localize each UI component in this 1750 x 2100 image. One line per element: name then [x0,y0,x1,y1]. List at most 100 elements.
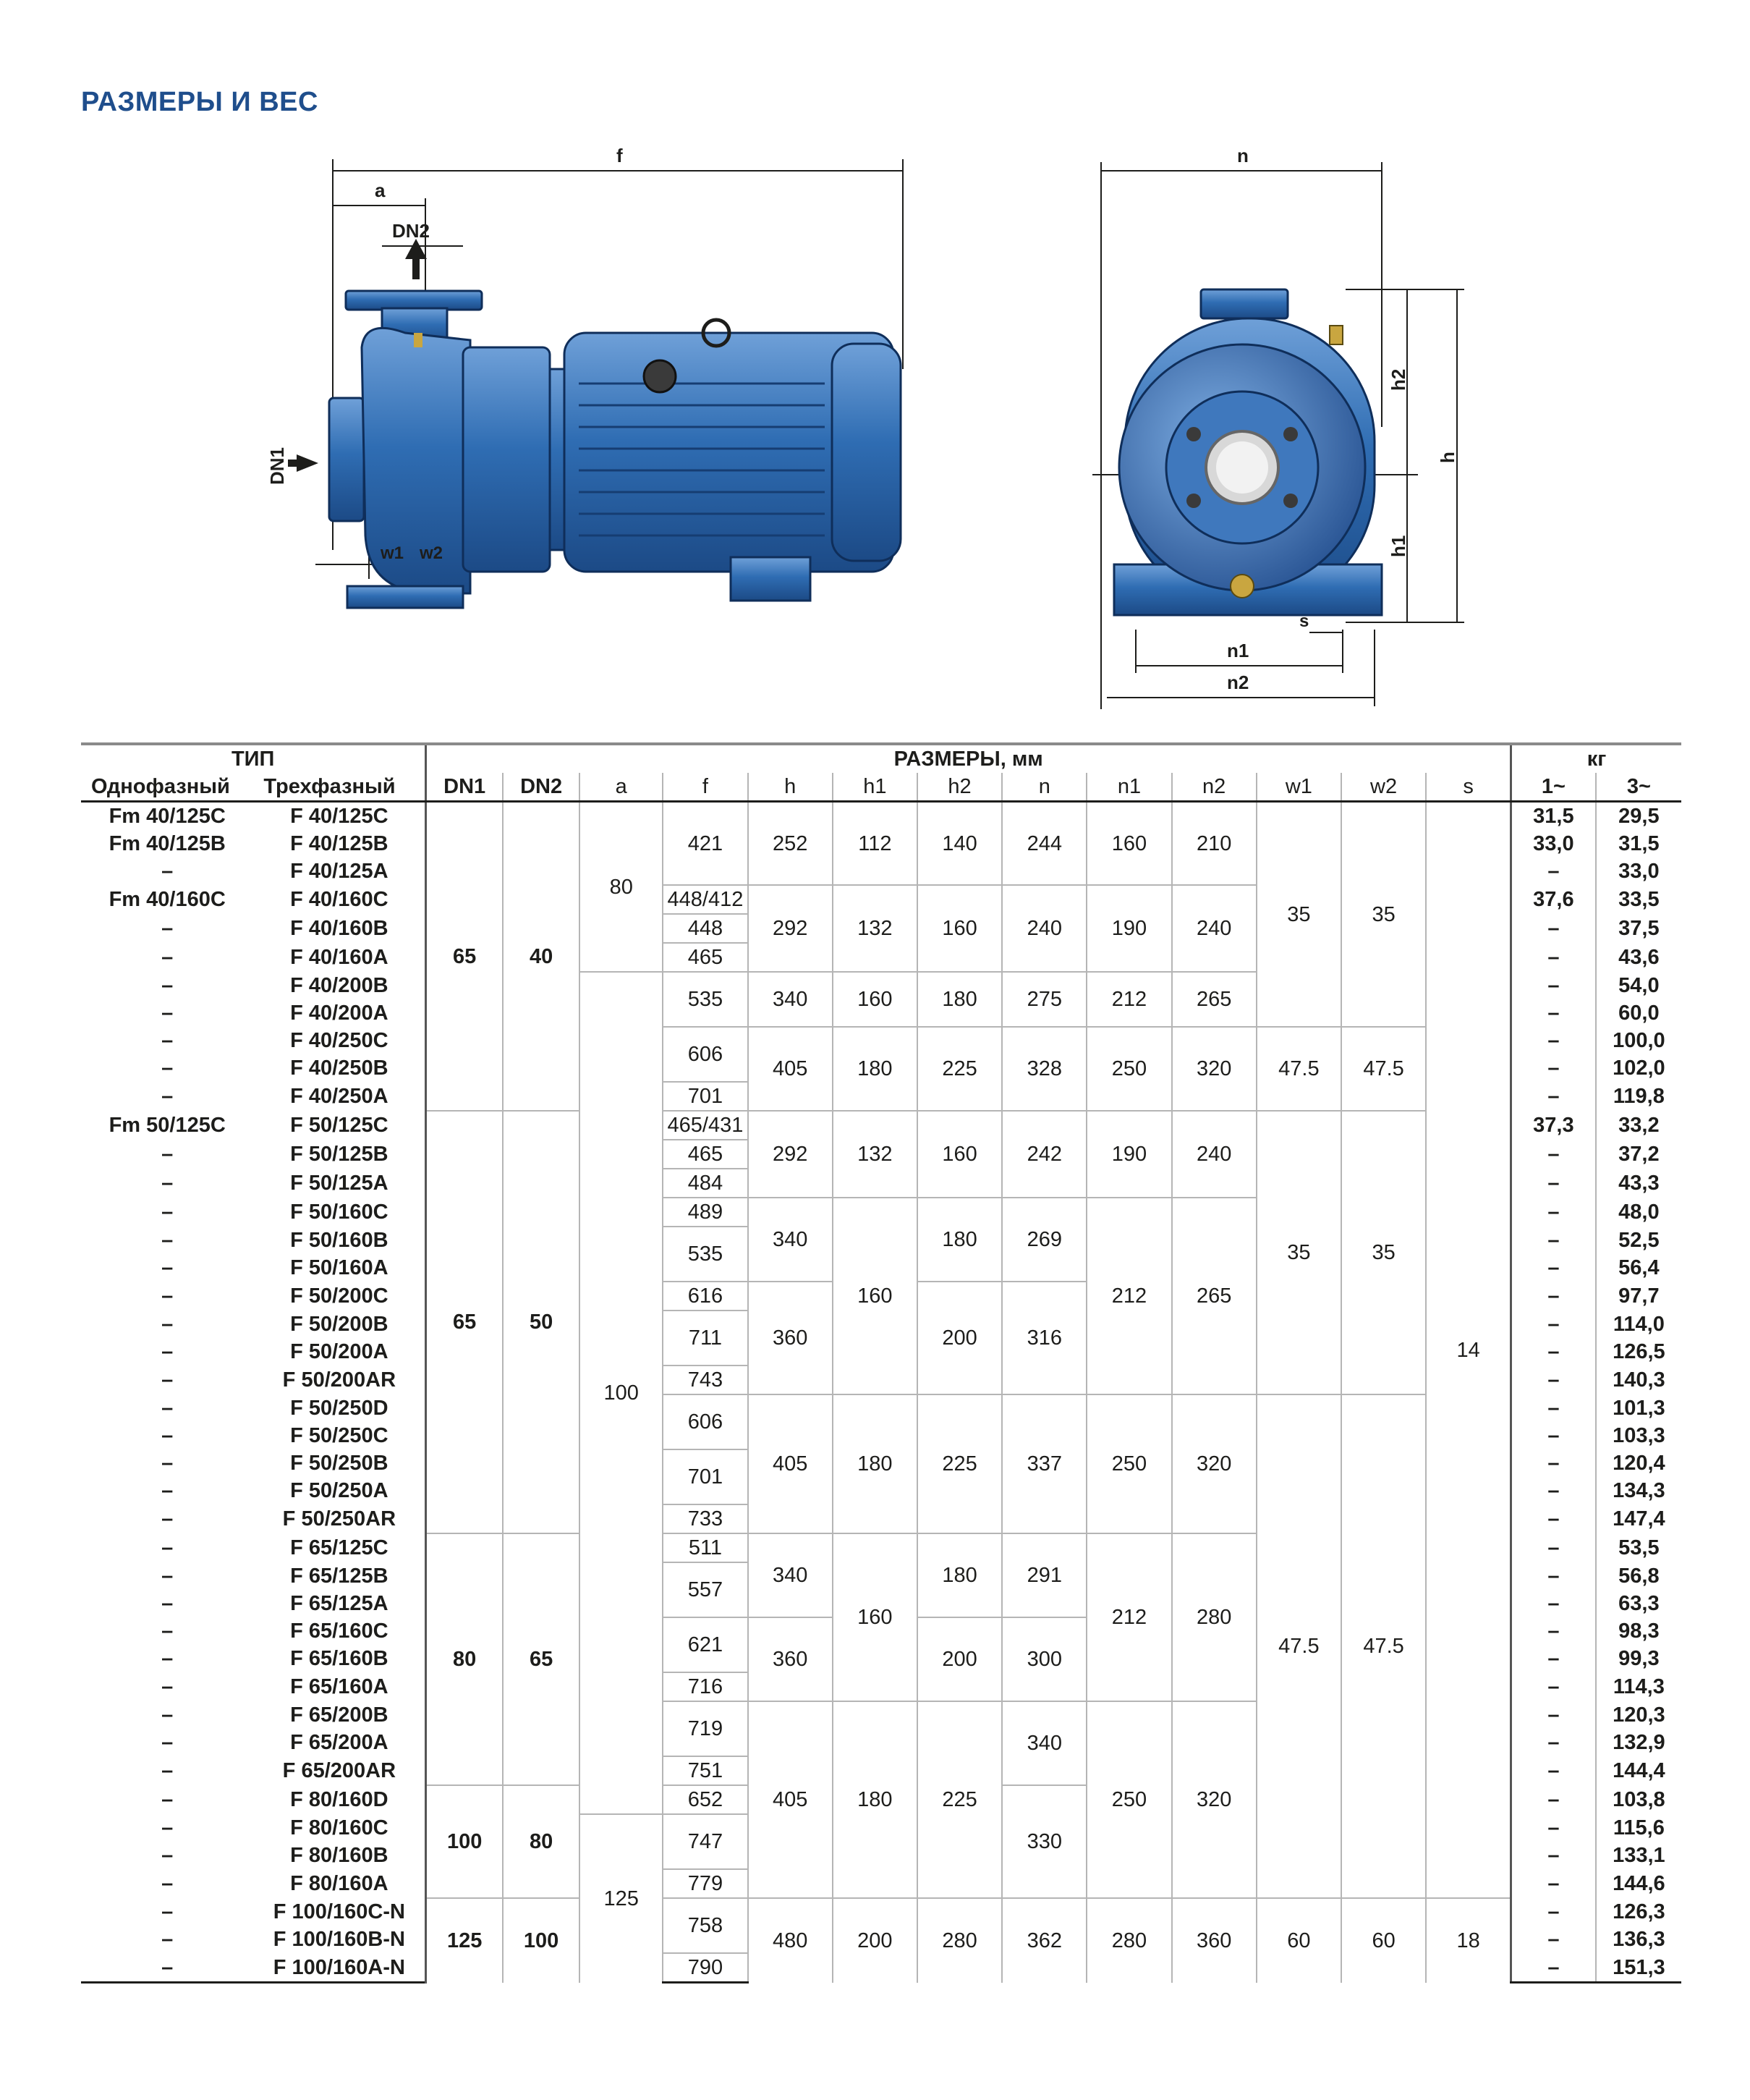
dim-h: 340 [747,972,833,1028]
dim-h1: 160 [831,972,917,1028]
weight-three-phase: 114,0 [1594,1311,1681,1338]
table-row: –F 65/125A–63,3 [81,1590,1681,1617]
dim-h2: 160 [916,885,1003,973]
label-dn1: DN1 [266,447,288,485]
table-row: –F 50/250A–134,3 [81,1477,1681,1504]
single-phase-model: – [161,1536,174,1559]
single-phase-model: – [161,1647,174,1670]
dim-n: 300 [1001,1617,1087,1702]
table-row: –F 40/125A–33,0 [81,858,1681,885]
weight-three-phase: 102,0 [1594,1054,1681,1082]
weight-three-phase: 115,6 [1594,1814,1681,1842]
three-phase-model: F 40/125B [290,832,388,855]
dim-f: 751 [662,1756,748,1786]
dim-dn1: 65 [425,801,503,1112]
dim-n: 330 [1001,1785,1087,1899]
dim-f: 743 [662,1366,748,1395]
dim-dn1: 100 [425,1785,503,1899]
single-phase-model: – [161,1731,174,1754]
dim-f: 701 [662,1449,748,1505]
dim-n1: 212 [1086,1198,1172,1395]
dim-n: 328 [1001,1027,1087,1112]
weight-three-phase: 31,5 [1594,830,1681,858]
column-header: DN2 [501,773,580,803]
weight-three-phase: 52,5 [1594,1227,1681,1254]
weight-three-phase: 97,7 [1594,1282,1681,1311]
single-phase-model: Fm 40/125C [109,805,226,828]
weight-single-phase: – [1510,999,1596,1027]
dim-h1: 200 [831,1898,917,1983]
dim-n1: 250 [1086,1394,1172,1534]
dim-f: 733 [662,1504,748,1534]
weight-single-phase: 37,3 [1510,1111,1596,1140]
three-phase-model: F 100/160C-N [273,1900,405,1923]
single-phase-model: – [161,1397,174,1420]
single-phase-model: – [161,1788,174,1811]
column-header: DN1 [425,773,503,803]
dim-w1: 35 [1255,1111,1341,1395]
three-phase-model: F 100/160A-N [253,1953,426,1983]
three-phase-model: F 65/125A [290,1592,388,1615]
table-row: –F 100/160B-N–136,3 [81,1926,1681,1953]
single-phase-model: – [161,1592,174,1615]
single-phase-model: – [161,1844,174,1867]
single-phase-model: – [161,1284,174,1308]
table-row: –F 40/200A–60,0 [81,999,1681,1027]
dim-f: 652 [662,1785,748,1815]
dim-n: 242 [1001,1111,1087,1198]
column-header: Однофазный [81,773,254,803]
dim-n1: 212 [1086,1533,1172,1702]
dim-dn1: 125 [425,1898,503,1983]
single-phase-model: – [161,1085,174,1108]
single-phase-model: – [161,1759,174,1782]
three-phase-model: F 50/250D [290,1397,388,1420]
dim-n: 269 [1001,1198,1087,1282]
dim-h: 292 [747,885,833,973]
weight-single-phase: – [1510,943,1596,972]
dim-dn2: 50 [501,1111,580,1534]
dim-a: 80 [579,801,663,973]
weight-single-phase: – [1510,858,1596,885]
dim-n: 316 [1001,1282,1087,1395]
three-phase-model: F 50/250A [290,1479,388,1502]
dim-h2: 225 [916,1701,1003,1899]
dim-f: 557 [662,1562,748,1618]
dim-dn2: 40 [501,801,580,1112]
weight-three-phase: 144,6 [1594,1869,1681,1898]
three-phase-model: F 40/250A [290,1085,388,1108]
dim-n2: 265 [1171,972,1257,1028]
dim-n: 291 [1001,1533,1087,1618]
three-phase-model: F 40/200A [290,1002,388,1025]
dim-n2: 320 [1171,1701,1257,1899]
label-n: n [1237,145,1249,166]
dim-w1: 35 [1255,801,1341,1028]
three-phase-model: F 100/160B-N [273,1928,405,1951]
three-phase-model: F 50/250C [290,1424,388,1447]
weight-single-phase: – [1510,1054,1596,1082]
dim-dn2: 65 [501,1533,580,1786]
dim-h: 405 [747,1027,833,1112]
three-phase-model: F 65/160C [290,1620,388,1643]
weight-three-phase: 126,3 [1594,1898,1681,1926]
weight-three-phase: 126,5 [1594,1338,1681,1366]
three-phase-model: F 50/200C [290,1284,388,1308]
dim-h2: 200 [916,1617,1003,1702]
weight-three-phase: 133,1 [1594,1842,1681,1869]
label-a: a [375,179,386,201]
weight-single-phase: – [1510,1842,1596,1869]
weight-single-phase: – [1510,1477,1596,1504]
three-phase-model: F 65/200A [290,1731,388,1754]
dim-a: 125 [579,1814,663,1983]
single-phase-model: – [161,1675,174,1698]
column-header: n1 [1086,773,1172,803]
weight-single-phase: – [1510,914,1596,943]
three-phase-model: F 50/160C [290,1201,388,1224]
dim-a: 100 [579,972,663,1815]
single-phase-model: – [161,1565,174,1588]
